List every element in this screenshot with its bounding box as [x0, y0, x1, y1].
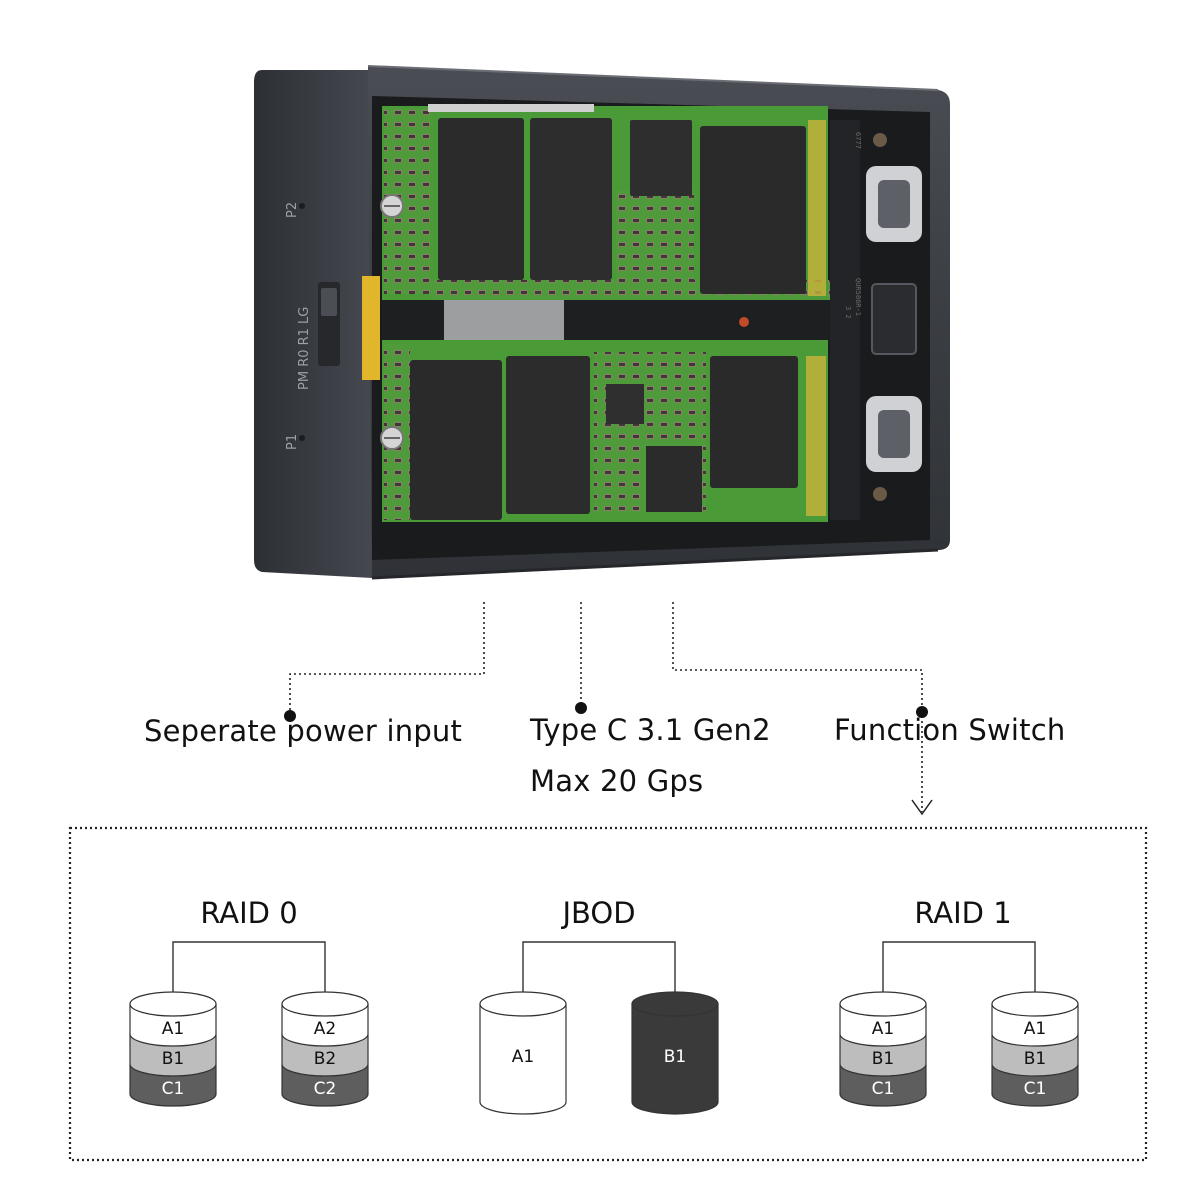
disk-block-label: A2 [314, 1019, 336, 1039]
disk-top-cap [631, 991, 719, 1017]
disk-top-cap [839, 991, 927, 1017]
disk: B1 [631, 991, 719, 1115]
disk-top-cap [281, 991, 369, 1017]
usb-c-port-top[interactable] [866, 166, 922, 242]
port1-led-icon [299, 435, 305, 441]
function-switch-label: Function Switch [834, 713, 1066, 747]
disk-block-label: A1 [872, 1019, 894, 1039]
typec-label-line1: Type C 3.1 Gen2 [530, 713, 771, 747]
disk-top-cap [479, 991, 567, 1017]
disk-top-cap [991, 991, 1079, 1017]
mode-group: A1 B1 [479, 941, 719, 1115]
typec-label-line2: Max 20 Gps [530, 764, 704, 798]
ssd-enclosure: P2 PM R0 R1 LG P1 [254, 65, 950, 580]
port2-label: P2 [285, 202, 300, 218]
function-switch-knob[interactable] [321, 288, 337, 316]
disk-block-label: C1 [1024, 1079, 1047, 1099]
disk-block-label: A1 [162, 1019, 184, 1039]
disk-block-label: C1 [162, 1079, 185, 1099]
disk-body [479, 1003, 567, 1115]
power-leader-line [289, 602, 485, 716]
mode-connector-line [882, 941, 1036, 994]
disk: A1 [479, 991, 567, 1115]
callout-leaders [289, 602, 923, 812]
disk-top-cap [129, 991, 217, 1017]
disk-block-label: A1 [1024, 1019, 1046, 1039]
disk-block-label: B1 [664, 1047, 686, 1067]
board-marking-pins: 3 2 [844, 306, 852, 319]
mode-title-raid0: RAID 0 [200, 896, 298, 930]
front-panel: P2 PM R0 R1 LG P1 [285, 202, 340, 450]
disk-block-label: C2 [314, 1079, 337, 1099]
power-jack-center[interactable] [871, 283, 917, 355]
mode-title-raid1: RAID 1 [914, 896, 1012, 930]
mode-labels: PM R0 R1 LG [297, 307, 312, 390]
disk-block-label: B1 [162, 1049, 184, 1069]
board-marking-edge: 6777 [854, 132, 862, 149]
port2-led-icon [299, 203, 305, 209]
mode-title-jbod: JBOD [562, 896, 636, 930]
disk-block-label: B2 [314, 1049, 336, 1069]
disk-body [631, 1003, 719, 1115]
usb-c-port-bottom[interactable] [866, 396, 922, 472]
arrow-down-icon [911, 799, 933, 816]
yellow-tape [362, 276, 380, 380]
power-dot-icon [284, 710, 296, 722]
port1-label: P1 [285, 434, 300, 450]
mode-connector-line [172, 941, 326, 994]
upper-ssd-card [380, 104, 830, 300]
mode-connector-line [522, 941, 676, 994]
switch-dot-icon [916, 706, 928, 718]
lower-ssd-card [380, 340, 828, 522]
disk-block-label: C1 [872, 1079, 895, 1099]
modes-frame [68, 826, 1148, 1162]
power-input-label: Seperate power input [144, 714, 463, 748]
disk-block-label: B1 [1024, 1049, 1046, 1069]
disk-block-label: B1 [872, 1049, 894, 1069]
board-marking-side: QUR586R-1 [854, 278, 862, 316]
typec-dot-icon [575, 702, 587, 714]
disk-block-label: A1 [512, 1047, 534, 1067]
switch-leader-line [672, 602, 923, 712]
